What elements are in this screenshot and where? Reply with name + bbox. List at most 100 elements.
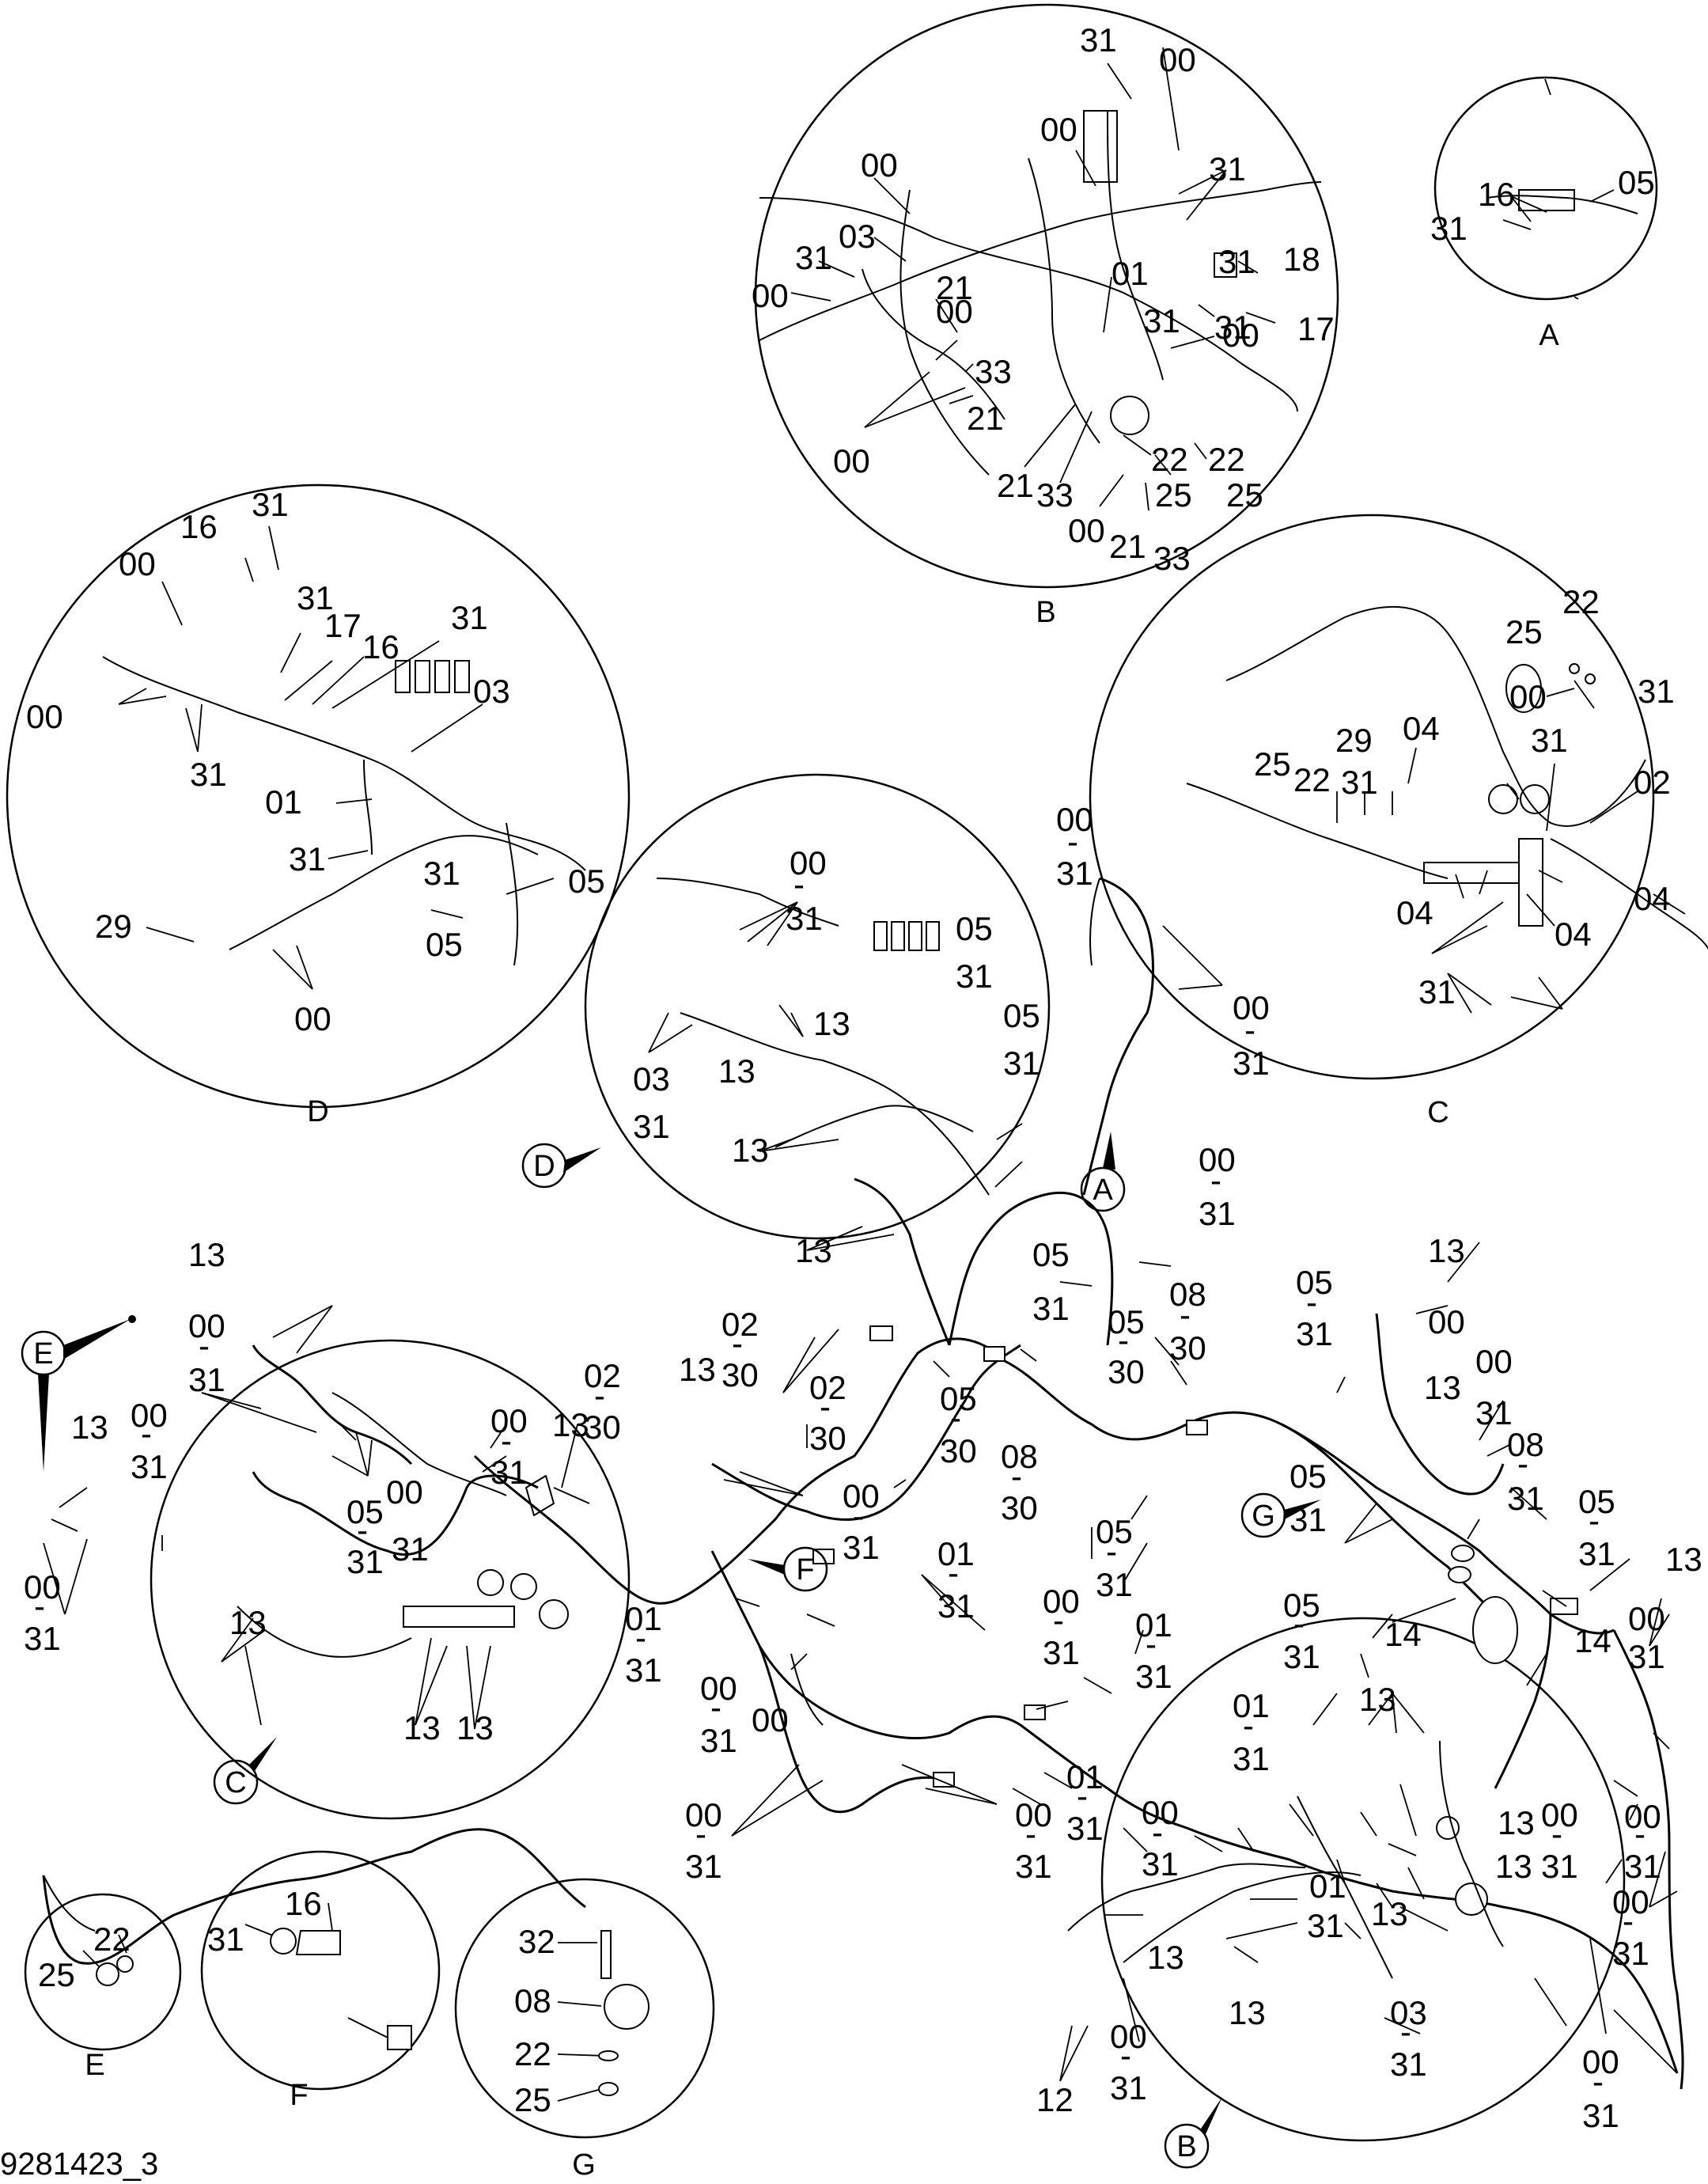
bracket [525,1475,555,1516]
clip-16 [295,1930,341,1955]
callout: 00 [685,1796,722,1833]
grommet [1505,664,1542,713]
connector [873,921,888,951]
detail-circle-g [454,1878,715,2139]
nut-25 [96,1962,119,1986]
drawing-number: 9281423_3 [0,2147,158,2182]
washer-22 [116,1955,134,1973]
callout: 00 [1541,1796,1578,1833]
small-detail-parts [96,1928,649,2096]
callout-dash: - [1634,1815,1646,1852]
callout: 05 [1296,1264,1333,1301]
detail-circle-d [6,483,631,1109]
detail-circle-b-inner [1100,1617,1626,2142]
callout: 13 [229,1604,267,1641]
callout: 30 [809,1420,846,1457]
callout: 03 [633,1060,670,1098]
callout-dash: - [141,1415,152,1452]
connector-round [1436,1816,1460,1840]
ref-marker-c: C [213,1737,277,1805]
callout: 31 [1430,210,1468,247]
callout: 00 [1043,1583,1080,1620]
callout: 03 [473,673,510,710]
callout: 32 [518,1923,555,1960]
callout: 13 [1359,1681,1396,1718]
detail-wires [102,110,1708,1979]
callout: 31 [1199,1195,1236,1232]
callout-dash: - [1306,1283,1317,1321]
detail-letters: B A D C E F G [85,319,1559,2182]
svg-text:C: C [225,1766,246,1799]
callout-dash: - [1053,1602,1064,1639]
callout: 03 [1390,1994,1427,2031]
callout: 00 [1475,1343,1513,1380]
callout-dash: - [950,1399,961,1436]
connector-f [387,2025,412,2050]
callout: 13 [718,1052,756,1090]
callout: 30 [1169,1329,1206,1367]
callout: 04 [1396,894,1433,931]
callout: 21 [936,269,973,306]
detail-circle-c-inner [150,1339,631,1820]
callout: 13 [552,1406,589,1443]
callout-dash: - [948,1554,959,1591]
callout-dash: - [199,1327,210,1364]
callout: 05 [940,1380,977,1417]
callout: 00 [1624,1798,1661,1835]
callout: 31 [1080,21,1117,59]
svg-text:E: E [33,1337,53,1371]
callout-dash: - [1011,1458,1022,1495]
callout: 05 [1032,1236,1070,1273]
nut [1569,663,1580,674]
callout: 13 [1147,1939,1184,1976]
callout-dash: - [501,1422,512,1459]
callout: 13 [732,1132,769,1169]
callout: 31 [1214,309,1252,346]
callout: 00 [1509,678,1547,715]
callout-dash: - [1243,1707,1254,1744]
callout: 00 [490,1402,528,1439]
callout: 25 [38,1956,75,1993]
callout: 29 [1335,722,1373,759]
callout: 31 [1290,1501,1327,1538]
part-callouts: 31 00 00 31 00 03 31 00 21 00 33 21 00 0… [24,21,1702,2134]
callout: 00 [790,844,827,882]
relay [539,1599,569,1629]
callout-dash: - [1106,1533,1117,1570]
callout: 31 [347,1543,384,1580]
callout: 00 [843,1477,880,1515]
callout: 31 [1624,1848,1661,1885]
callout: 16 [1478,176,1515,213]
callout: 02 [584,1357,621,1394]
callout: 13 [795,1232,832,1269]
callout: 25 [514,2081,551,2118]
callout: 08 [514,1982,551,2019]
callout: 33 [975,353,1012,390]
callout: 02 [1634,764,1671,801]
callout: 31 [1032,1290,1070,1327]
leader-lines [43,47,1686,2102]
callout-dash: - [853,1497,864,1534]
callout: 31 [786,900,823,937]
callout: 00 [1056,801,1093,838]
svg-text:G: G [1252,1500,1275,1533]
callout: 13 [456,1709,494,1746]
callout: 00 [294,1000,331,1037]
callout-dash: - [1551,1815,1562,1852]
callout: 00 [1159,41,1196,78]
callout-dash: - [1120,2037,1131,2074]
callout: 05 [347,1493,384,1530]
connector-block [403,1606,515,1628]
callout: 00 [1428,1303,1465,1340]
callout-dash: - [1077,1777,1088,1814]
bolt-32 [600,1930,612,1979]
callout: 18 [1283,241,1320,278]
callout: 13 [679,1351,716,1388]
detail-circle-b [754,3,1339,589]
callout: 12 [1036,2081,1074,2118]
callout: 31 [1283,1638,1320,1675]
callout: 31 [1003,1045,1040,1082]
callout: 31 [252,486,289,523]
callout: 33 [1153,540,1191,577]
callout-dash: - [34,1587,45,1625]
